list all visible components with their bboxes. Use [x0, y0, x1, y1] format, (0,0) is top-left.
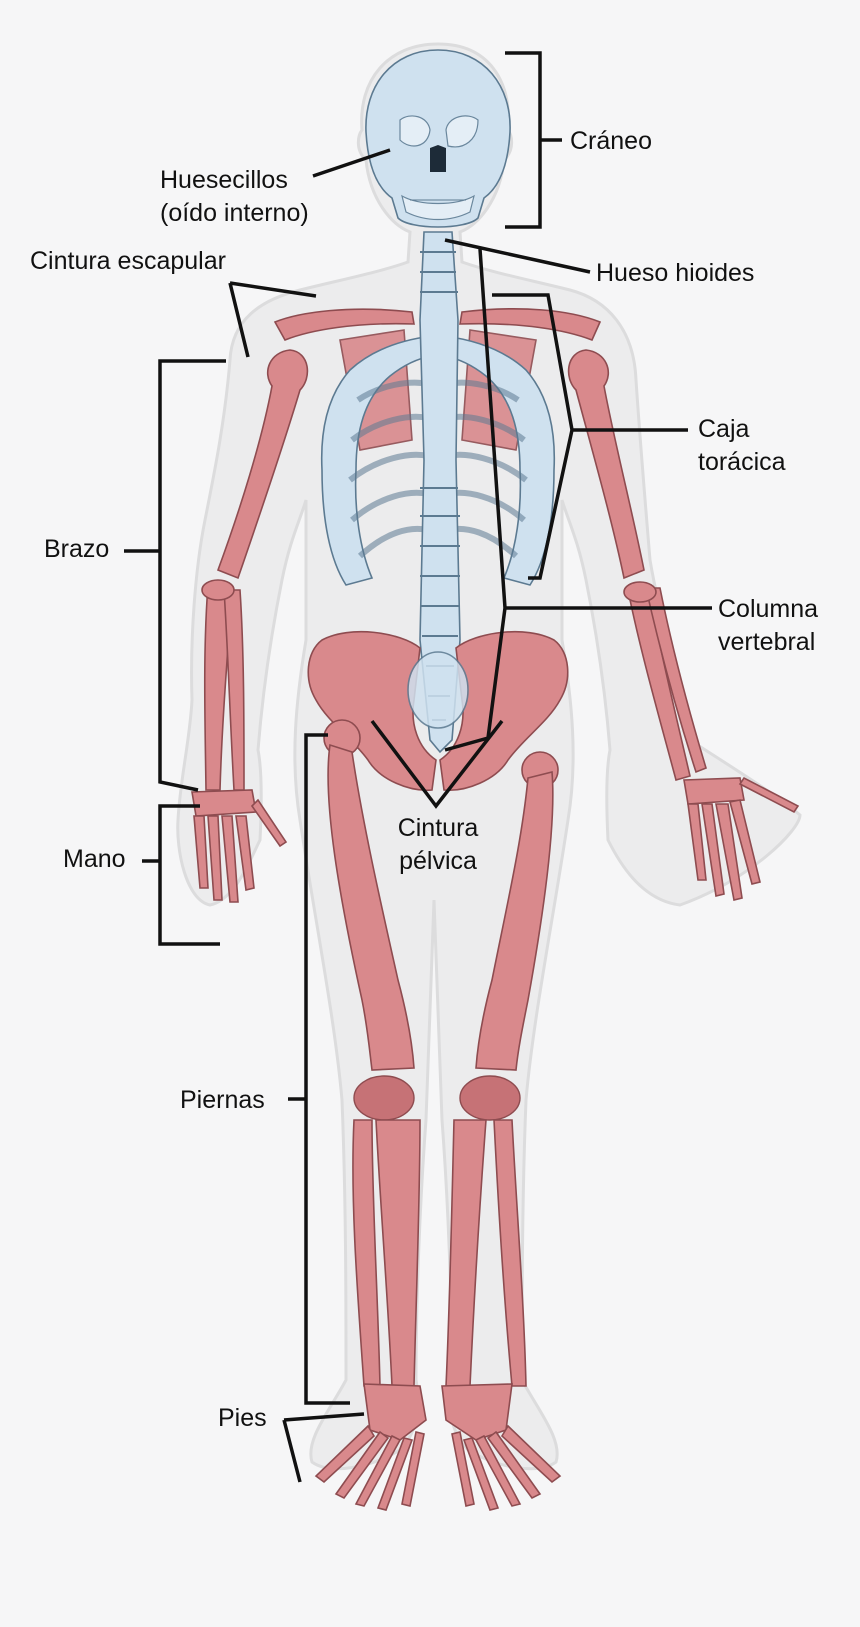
label-pies: Pies: [218, 1404, 267, 1432]
brazo-bracket: [124, 359, 226, 792]
label-cintura-pelvica: Cintura: [398, 814, 479, 842]
label-brazo: Brazo: [44, 535, 109, 563]
pies-pointer: [282, 1412, 365, 1483]
label-columna-vertebral-sub: vertebral: [718, 628, 815, 656]
piernas-bracket: [288, 733, 350, 1405]
hand-right: [683, 776, 800, 901]
foot-right: [441, 1383, 562, 1511]
label-huesecillos-sub: (oído interno): [160, 199, 309, 227]
craneo-bracket: [505, 51, 562, 229]
arm-left: [201, 349, 309, 791]
label-huesecillos: Huesecillos: [160, 166, 288, 194]
label-caja-toracica: Caja: [698, 415, 750, 443]
label-caja-toracica-sub: torácica: [698, 448, 786, 476]
huesecillos-pointer: [312, 148, 391, 178]
label-cintura-escapular: Cintura escapular: [30, 247, 226, 275]
label-columna-vertebral: Columna: [718, 595, 818, 623]
foot-left: [314, 1383, 427, 1511]
pelvic-girdle: [307, 630, 569, 791]
columna-vertebral-bracket: [444, 248, 712, 752]
leg-right: [445, 751, 559, 1387]
label-piernas: Piernas: [180, 1086, 265, 1114]
leader-lines: [124, 51, 712, 1483]
caja-toracica-bracket: [492, 293, 688, 580]
mano-bracket: [142, 804, 220, 946]
arm-right: [567, 349, 707, 781]
skull: [365, 49, 511, 228]
label-hueso-hioides: Hueso hioides: [596, 259, 754, 287]
leg-left: [323, 719, 421, 1387]
label-cintura-pelvica-sub: pélvica: [399, 847, 477, 875]
hioides-pointer: [444, 238, 591, 274]
label-craneo: Cráneo: [570, 127, 652, 155]
cintura-pelvica-pointer: [370, 719, 504, 809]
labels: Cráneo Huesecillos (oído interno) Hueso …: [30, 127, 818, 1432]
hand-left: [191, 789, 288, 903]
cintura-escapular-pointer: [228, 281, 317, 358]
label-mano: Mano: [63, 845, 126, 873]
